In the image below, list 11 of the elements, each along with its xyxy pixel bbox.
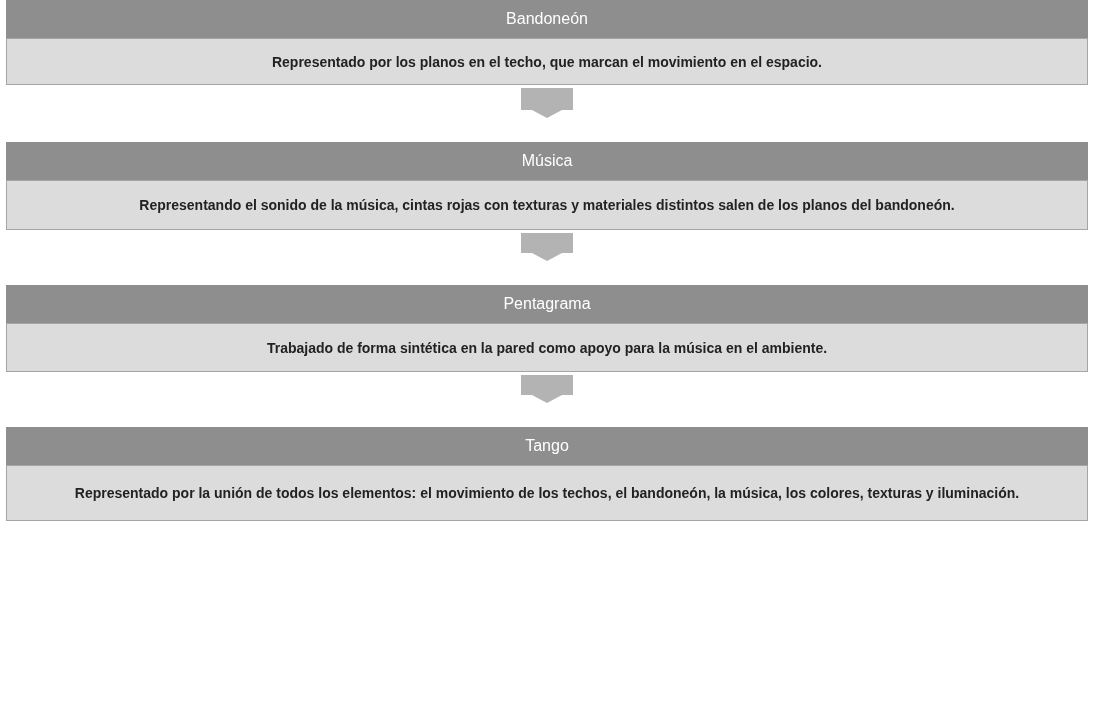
stage-description: Trabajado de forma sintética en la pared como apoyo para la música en el ambiente. [6, 323, 1088, 372]
stage-description: Representado por los planos en el techo, que marcan el movimiento en el espacio. [6, 38, 1088, 85]
stage-heading: Pentagrama [6, 285, 1088, 323]
stage-heading: Bandoneón [6, 0, 1088, 38]
down-arrow [521, 233, 573, 262]
stage-heading: Tango [6, 427, 1088, 465]
down-arrow [521, 375, 573, 404]
stage-heading: Música [6, 142, 1088, 180]
stage-description: Representado por la unión de todos los elementos: el movimiento de los techos, el bandoneón, la música, los colores, texturas y iluminación. [6, 465, 1088, 521]
down-arrow [521, 88, 573, 119]
stage-description: Representando el sonido de la música, cintas rojas con texturas y materiales distintos salen de los planos del bandoneón. [6, 180, 1088, 230]
